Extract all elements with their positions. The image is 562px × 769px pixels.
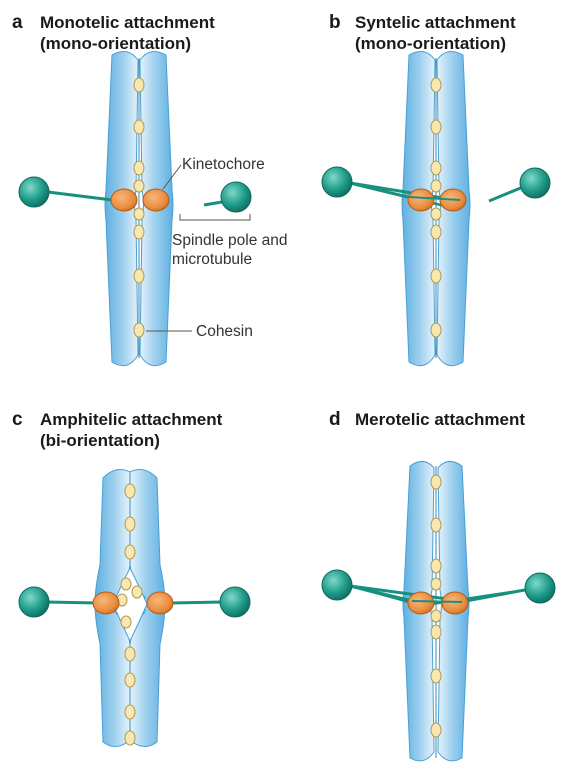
panel-c-title: Amphitelic attachment (40, 410, 223, 429)
cohesin (121, 616, 131, 628)
cohesin (125, 705, 135, 719)
cohesin (431, 180, 441, 192)
panel-b-letter: b (329, 12, 341, 33)
kinetochore-label: Kinetochore (182, 156, 265, 173)
panel-a-kinetochore-right (143, 189, 169, 211)
cohesin (431, 78, 441, 92)
panel-c-kinetochore-right (147, 592, 173, 614)
panel-d: d Merotelic attachment (322, 409, 555, 761)
panel-b-spindle-pole-left (322, 167, 352, 197)
cohesin (134, 78, 144, 92)
cohesin (125, 517, 135, 531)
cohesin (431, 120, 441, 134)
panel-c-spindle-pole-right (220, 587, 250, 617)
panel-a-kinetochore-left (111, 189, 137, 211)
panel-b-title: Syntelic attachment (355, 13, 516, 32)
cohesin (431, 475, 441, 489)
panel-b-kinetochore-left (408, 189, 434, 211)
cohesin (134, 208, 144, 220)
cohesin (125, 484, 135, 498)
cohesin (134, 120, 144, 134)
panel-b-free-microtubule (489, 187, 523, 201)
panel-d-kinetochore-left (408, 592, 434, 614)
panel-d-spindle-pole-right (525, 573, 555, 603)
panel-c: c Amphitelic attachment (bi-orientation) (12, 409, 250, 747)
panel-a-title: Monotelic attachment (40, 13, 215, 32)
cohesin (431, 269, 441, 283)
panel-d-letter: d (329, 409, 341, 430)
cohesin (125, 673, 135, 687)
panel-a: a Monotelic attachment (mono-orientation… (12, 12, 288, 366)
cohesin (431, 669, 441, 683)
panel-a-subtitle: (mono-orientation) (40, 34, 191, 53)
panel-b-spindle-pole-right (520, 168, 550, 198)
panel-a-letter: a (12, 12, 23, 33)
panel-b: b Syntelic attachment (mono-orientation) (322, 12, 550, 366)
cohesin (431, 578, 441, 590)
cohesin (125, 647, 135, 661)
panel-d-title: Merotelic attachment (355, 410, 525, 429)
panel-c-microtubule-left (46, 602, 98, 603)
cohesin (431, 723, 441, 737)
panel-a-spindle-pole-right (221, 182, 251, 212)
panel-c-letter: c (12, 409, 23, 430)
panel-a-spindle-pole-left (19, 177, 49, 207)
panel-c-microtubule-right (172, 602, 222, 603)
cohesin (431, 610, 441, 622)
cohesin (134, 225, 144, 239)
panel-c-kinetochore-left (93, 592, 119, 614)
cohesin (431, 208, 441, 220)
cohesin (431, 625, 441, 639)
panel-a-free-microtubule (204, 202, 222, 205)
cohesin (431, 518, 441, 532)
cohesin (431, 161, 441, 175)
spindle-label-line1: Spindle pole and (172, 232, 288, 249)
cohesin (134, 180, 144, 192)
cohesin (125, 545, 135, 559)
panel-c-spindle-pole-left (19, 587, 49, 617)
cohesin (132, 586, 142, 598)
cohesin-label: Cohesin (196, 323, 253, 340)
cohesin (431, 559, 441, 573)
panel-d-microtubule-overlay (412, 601, 462, 602)
cohesin (431, 225, 441, 239)
panel-c-subtitle: (bi-orientation) (40, 431, 160, 450)
cohesin (134, 269, 144, 283)
cohesin (134, 323, 144, 337)
panel-b-subtitle: (mono-orientation) (355, 34, 506, 53)
panel-d-kinetochore-right (442, 592, 468, 614)
spindle-bracket (180, 214, 250, 220)
cohesin (125, 731, 135, 745)
cohesin (121, 578, 131, 590)
spindle-label-line2: microtubule (172, 251, 252, 268)
panel-d-spindle-pole-left (322, 570, 352, 600)
cohesin (431, 323, 441, 337)
cohesin (134, 161, 144, 175)
